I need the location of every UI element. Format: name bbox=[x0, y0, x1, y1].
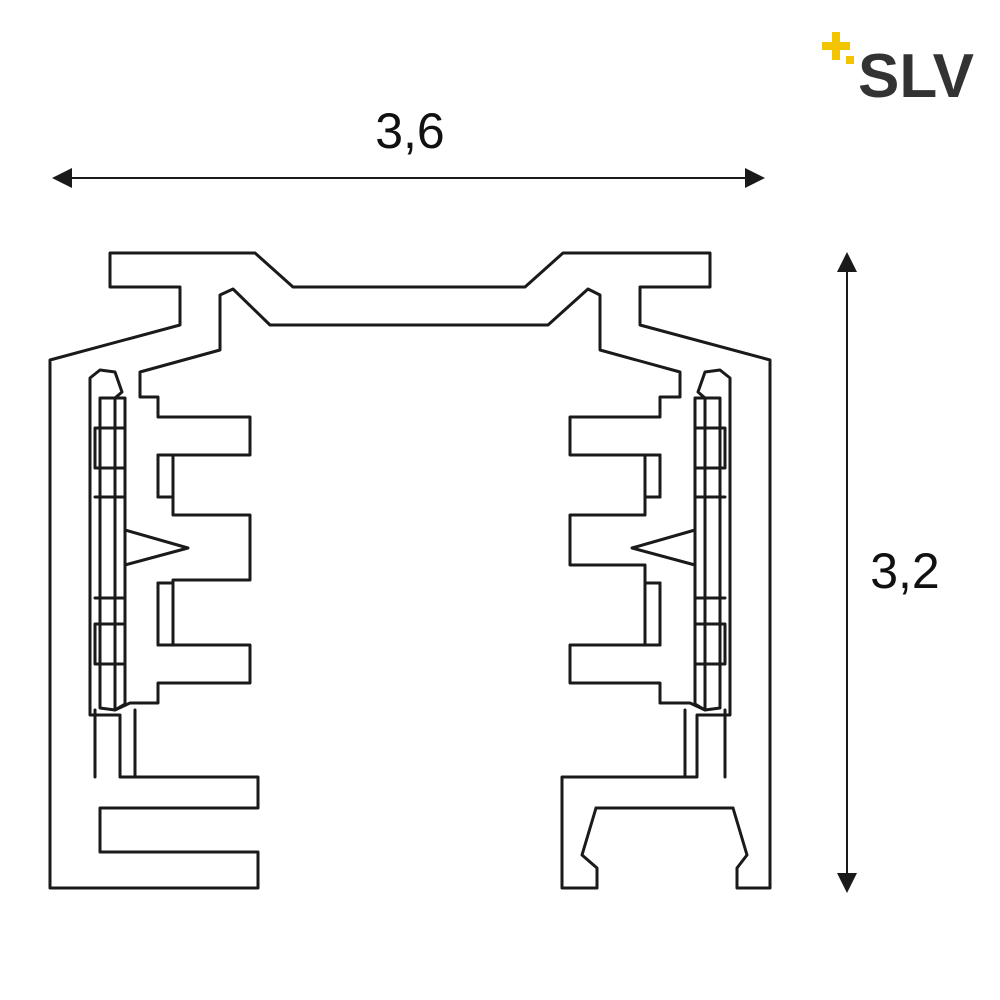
height-dimension: 3,2 bbox=[837, 252, 940, 893]
left-prong-gap-2 bbox=[156, 581, 175, 647]
profile-outer-housing bbox=[48, 251, 772, 890]
width-arrow-right-icon bbox=[745, 168, 765, 188]
height-arrow-up-icon bbox=[837, 252, 857, 272]
left-center-notch bbox=[93, 495, 190, 600]
track-profile bbox=[48, 251, 772, 890]
sparkle-v bbox=[832, 32, 840, 60]
right-conductor-slot-1 bbox=[693, 426, 727, 470]
height-label: 3,2 bbox=[870, 543, 940, 599]
right-prong-gap-2 bbox=[643, 581, 662, 647]
right-conductor-slot-2 bbox=[693, 622, 727, 666]
left-bottom-channel bbox=[93, 708, 137, 779]
right-center-notch bbox=[630, 495, 727, 600]
width-dimension: 3,6 bbox=[52, 103, 765, 188]
left-prong-gap-1 bbox=[156, 453, 175, 499]
right-bottom-channel bbox=[683, 708, 727, 779]
slv-logo: SLV bbox=[822, 32, 974, 111]
left-conductor-carrier bbox=[113, 396, 127, 712]
logo-text: SLV bbox=[858, 42, 974, 111]
sparkle-icon bbox=[822, 32, 854, 64]
left-conductor-slot-1 bbox=[93, 426, 127, 470]
height-arrow-down-icon bbox=[837, 873, 857, 893]
width-arrow-left-icon bbox=[52, 168, 72, 188]
sparkle-dot bbox=[846, 56, 854, 64]
right-prong-gap-1 bbox=[643, 453, 662, 499]
width-label: 3,6 bbox=[375, 103, 445, 159]
left-conductor-slot-2 bbox=[93, 622, 127, 666]
right-conductor-carrier bbox=[693, 396, 707, 712]
